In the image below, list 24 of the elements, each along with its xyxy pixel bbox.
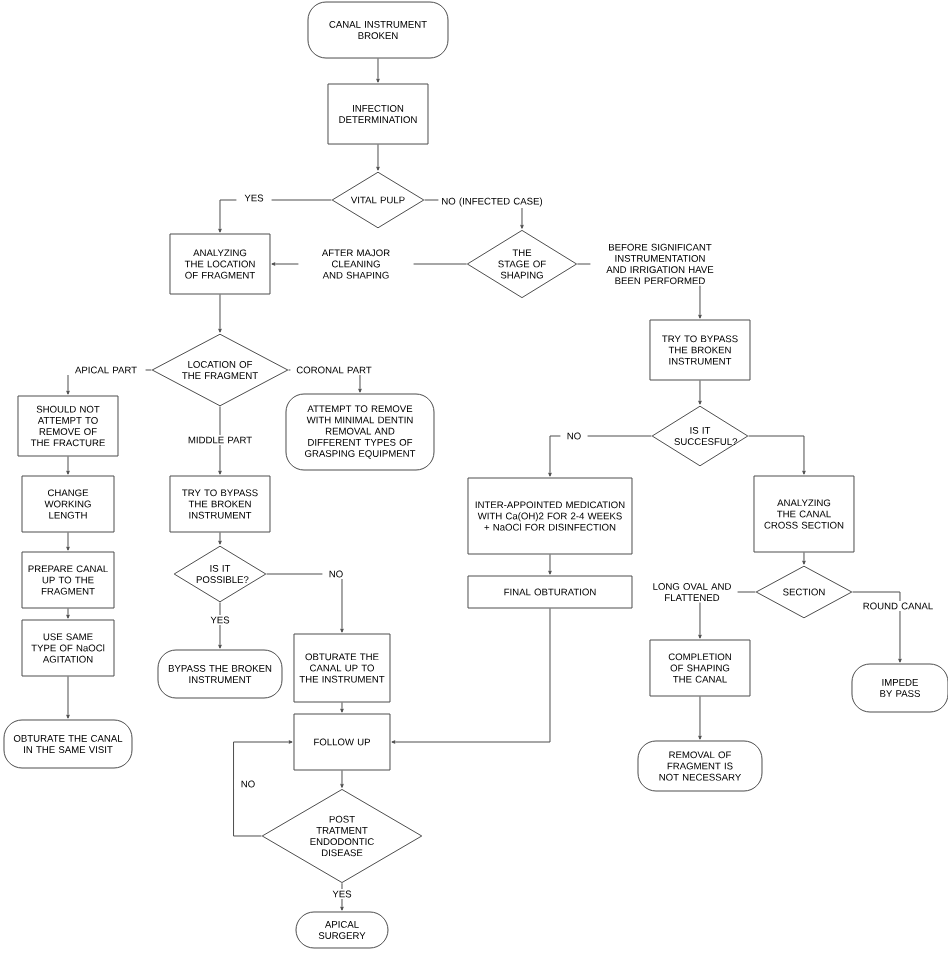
arrow <box>66 608 70 619</box>
arrow <box>376 144 380 171</box>
arrow <box>66 676 70 719</box>
arrow <box>548 554 552 575</box>
arrow <box>233 740 293 837</box>
arrow <box>748 435 806 475</box>
arrow <box>340 882 344 911</box>
arrow <box>802 552 806 565</box>
arrow <box>698 696 702 740</box>
arrow <box>218 532 222 545</box>
arrow <box>218 406 222 475</box>
arrow <box>266 573 344 633</box>
arrow <box>218 602 222 649</box>
arrow <box>548 435 652 477</box>
arrow <box>66 456 70 475</box>
arrow <box>391 608 551 744</box>
arrow <box>218 199 332 233</box>
arrow <box>340 702 344 713</box>
arrow <box>218 294 222 333</box>
arrow <box>698 380 702 405</box>
arrow <box>376 58 380 83</box>
arrow <box>340 770 344 788</box>
arrow <box>66 532 70 551</box>
arrow <box>852 591 902 663</box>
